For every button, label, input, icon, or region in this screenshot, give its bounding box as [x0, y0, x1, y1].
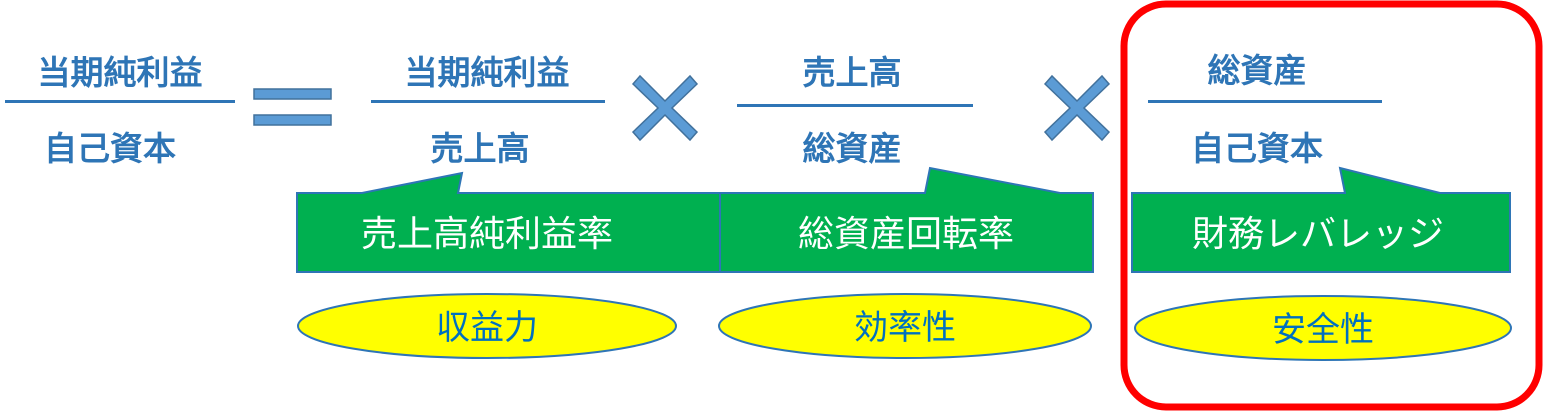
left-fraction: 当期純利益 自己資本	[5, 53, 235, 168]
callout-asset-turnover: 総資産回転率	[719, 166, 1094, 273]
term-2-numerator: 売上高	[803, 53, 902, 92]
term-2-denominator: 総資産	[803, 129, 902, 168]
term-3-fraction-line	[1148, 100, 1382, 103]
term-1-fraction: 当期純利益 売上高	[371, 53, 605, 168]
multiply-sign-icon	[1043, 74, 1111, 142]
term-2-fraction: 売上高 総資産	[737, 53, 973, 168]
term-3-denominator: 自己資本	[1191, 129, 1323, 168]
term-2-fraction-line	[737, 104, 973, 107]
category-oval-profitability: 収益力	[297, 293, 677, 359]
callout-financial-leverage: 財務レバレッジ	[1131, 166, 1511, 273]
callout-financial-leverage-label: 財務レバレッジ	[1192, 214, 1444, 255]
term-1-numerator: 当期純利益	[405, 53, 570, 92]
left-numerator: 当期純利益	[38, 53, 203, 92]
multiply-sign-icon	[631, 74, 699, 142]
equals-sign-icon	[253, 88, 332, 126]
callout-profit-margin: 売上高純利益率	[296, 171, 721, 273]
left-fraction-line	[5, 100, 235, 103]
left-denominator: 自己資本	[44, 129, 176, 168]
term-3-numerator: 総資産	[1208, 51, 1307, 90]
category-safety-label: 安全性	[1272, 310, 1374, 350]
category-efficiency-label: 効率性	[854, 308, 956, 348]
callout-asset-turnover-label: 総資産回転率	[798, 214, 1014, 255]
category-oval-efficiency: 効率性	[718, 293, 1092, 359]
highlight-frame	[1120, 0, 1543, 411]
callout-profit-margin-label: 売上高純利益率	[361, 214, 613, 255]
category-profitability-label: 収益力	[436, 308, 538, 348]
category-oval-safety: 安全性	[1134, 295, 1512, 361]
term-1-fraction-line	[371, 100, 605, 103]
term-1-denominator: 売上高	[431, 129, 530, 168]
term-3-fraction: 総資産 自己資本	[1148, 51, 1382, 168]
